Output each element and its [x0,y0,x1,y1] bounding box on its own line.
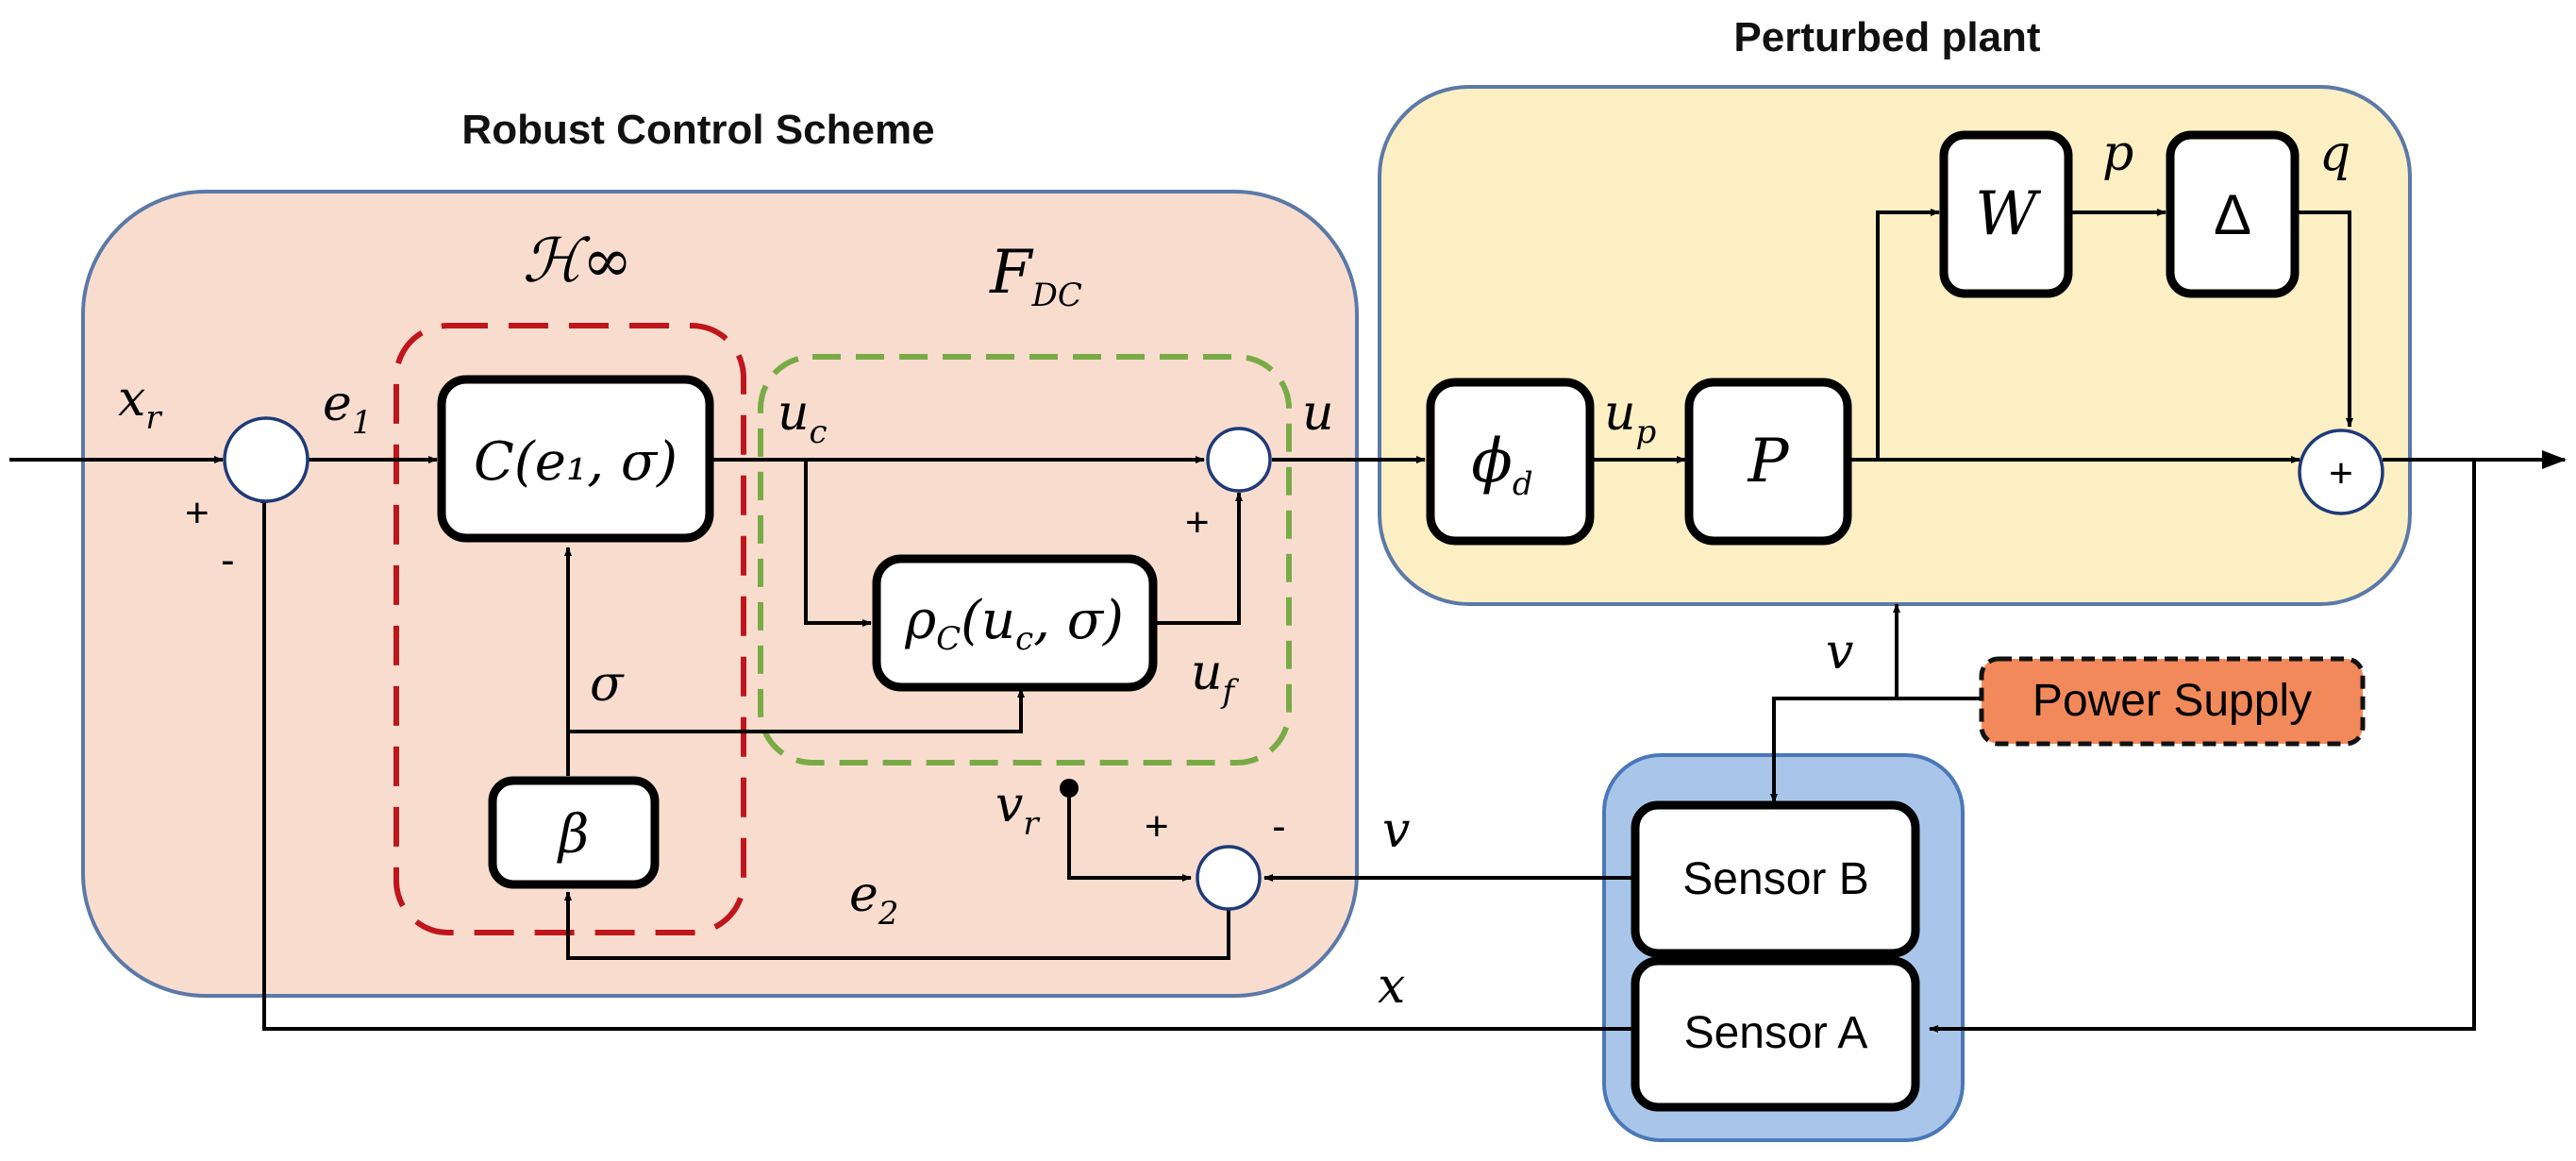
signal-u: u [1302,385,1334,442]
signal-xr: xr [118,371,162,437]
fdc-group [758,354,1292,766]
sum-junction-control [1206,427,1272,493]
svg-text:C(e₁, σ): C(e₁, σ) [474,431,677,493]
sum-junction-output [2298,429,2384,515]
sum3-plus-sign: + [1145,803,1169,850]
svg-text:W: W [1975,179,2042,249]
signal-q: q [2319,126,2350,182]
signal-e2: e2 [849,867,898,933]
perturbed-plant-title: Perturbed plant [1733,14,2040,60]
delta-block: Δ [2166,130,2300,298]
robust-control-panel [81,190,1359,998]
sum1-minus-sign: - [221,537,235,583]
sensor-b-block: Sensor B [1631,800,1920,958]
vr-terminal [1060,779,1079,798]
sum1-plus-sign: + [185,490,209,536]
controller-block: C(e₁, σ) [437,375,714,543]
weight-block: W [1939,130,2073,298]
sum-junction-voltage [1196,845,1262,911]
fdc-label: FDC [989,238,1082,314]
svg-text:Power Supply: Power Supply [2032,676,2312,726]
signal-p: p [2102,126,2133,182]
sum2-plus-sign: + [1185,499,1210,546]
wires [9,209,2567,1033]
signal-v-supply: v [1826,624,1853,681]
robust-control-title: Robust Control Scheme [461,107,934,153]
sum-junction-error [223,416,309,503]
plant-block: P [1684,378,1852,546]
hinf-label: ℋ∞ [523,227,633,296]
svg-text:Sensor A: Sensor A [1684,1008,1868,1058]
rho-block: ρC(uc, σ) [872,554,1158,692]
power-supply-block: Power Supply [1979,656,2366,747]
svg-text:ϕd: ϕd [1471,427,1532,503]
signal-sigma: σ [590,656,625,713]
svg-text:ρC(uc, σ): ρC(uc, σ) [904,590,1124,658]
signal-uc: uc [778,385,828,451]
svg-text:β: β [557,804,589,866]
svg-text:Sensor B: Sensor B [1682,854,1868,904]
signal-e1: e1 [323,376,372,442]
signal-vr: vr [995,777,1040,843]
sum4-plus-sign: + [2329,450,2353,496]
signal-v-sensor: v [1382,802,1410,859]
beta-block: β [488,776,660,889]
svg-text:P: P [1747,427,1789,496]
phi-block: ϕd [1426,378,1595,546]
sum3-minus-sign: - [1272,803,1286,850]
signal-x: x [1378,958,1405,1015]
signal-up: up [1604,385,1656,451]
sensor-a-block: Sensor A [1631,956,1920,1112]
svg-text:Δ: Δ [2214,183,2251,246]
